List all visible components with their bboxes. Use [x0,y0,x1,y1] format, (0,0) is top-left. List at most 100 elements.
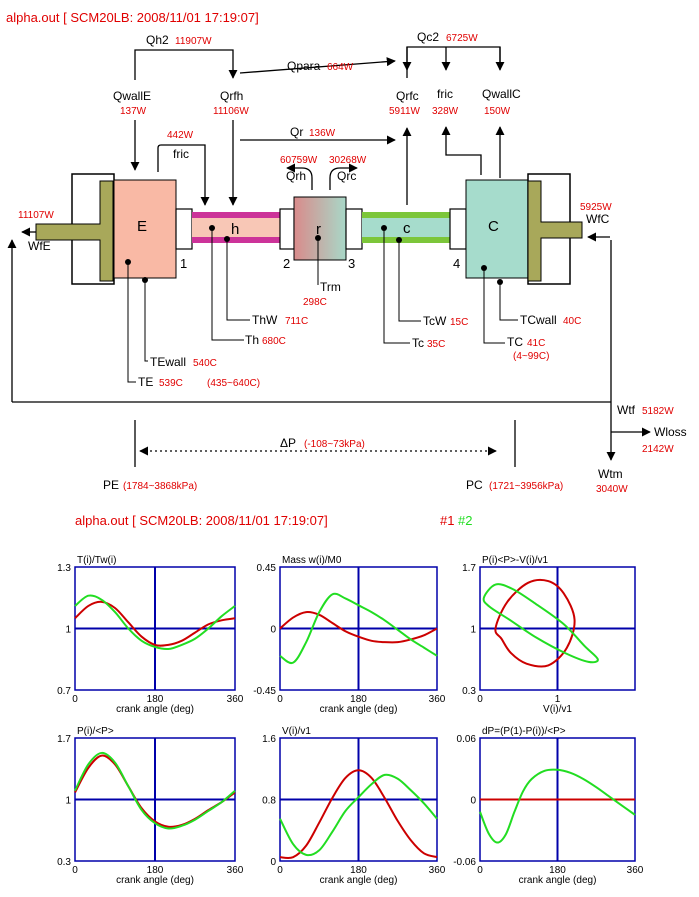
TC-label: TC [507,335,523,349]
chart-2-xtick: 180 [350,694,367,705]
chart-6-xtick: 180 [549,865,566,876]
chart-5-xtick: 0 [277,865,283,876]
flow-lines [7,46,651,467]
TE-label: TE [138,375,153,389]
charts-header: alpha.out [ SCM20LB: 2008/11/01 17:19:07… [75,513,328,528]
PC-label: PC [466,478,483,492]
dP-label: ΔP [280,436,296,450]
chart-3-series-2 [482,583,599,664]
chart-2-xlabel: crank angle (deg) [320,704,398,715]
Qc2-value: 6725W [446,33,478,44]
WfE-value: 11107W [18,210,54,221]
PE-label: PE [103,478,119,492]
chart-2-title: Mass w(i)/M0 [282,555,342,566]
space-h-label: h [231,221,239,238]
Trm-label: Trm [320,280,341,294]
Wtm-value: 3040W [596,484,628,495]
chart-6-ytick: 0 [470,796,476,807]
compression-space [465,173,583,285]
chart-2-ytick: -0.45 [253,686,276,697]
heater-space [192,212,280,243]
chart-3-ytick: 1.7 [462,563,476,574]
Qpara-label: Qpara [287,59,321,73]
chart-5-xtick: 360 [429,865,446,876]
legend-series-2: #2 [458,513,472,528]
chart-1-ytick: 1.3 [57,563,71,574]
TEwall-label: TEwall [150,355,186,369]
chart-3-title: P(i)<P>-V(i)/v1 [482,555,549,566]
chart-1-xlabel: crank angle (deg) [116,704,194,715]
chart-5-ytick: 0 [270,857,276,868]
chart-6-xlabel: crank angle (deg) [519,875,597,886]
TE-range: (435~640C) [207,378,260,389]
chart-3-xlabel: V(i)/v1 [543,704,572,715]
chart-5-series-2 [279,773,438,857]
WfC-label: WfC [586,212,610,226]
port-1-block [175,208,193,250]
fric-c-value: 328W [432,106,459,117]
WfC-value: 5925W [580,202,612,213]
TCwall-label: TCwall [520,313,557,327]
chart-3-series-1 [494,578,576,668]
chart-3-xtick: 1 [555,694,561,705]
Wtf-label: Wtf [617,403,636,417]
chart-6-xtick: 360 [627,865,644,876]
chart-4-ytick: 0.3 [57,857,71,868]
Th-value: 680C [262,336,286,347]
Tc-value: 35C [427,339,445,350]
Wtm-label: Wtm [598,467,623,481]
Qr-value: 136W [309,128,336,139]
chart-5-ytick: 0.8 [262,796,276,807]
chart-4-title: P(i)/<P> [77,726,114,737]
chart-1-ytick: 0.7 [57,686,71,697]
dP-value: (-108~73kPa) [304,439,365,450]
chart-1-xtick: 360 [227,694,244,705]
QwallE-value: 137W [120,106,147,117]
Wtf-value: 5182W [642,406,674,417]
ThW-label: ThW [252,313,278,327]
chart-6-xtick: 0 [477,865,483,876]
chart-6-ytick: 0.06 [457,734,477,745]
fric-c-label: fric [437,87,453,101]
regenerator-space [293,196,347,261]
chart-5-series-1 [279,769,438,860]
Qpara-value: 664W [327,62,354,73]
space-C-label: C [488,218,499,235]
Qh2-value: 11907W [175,36,212,47]
chart-2-xtick: 0 [277,694,283,705]
sensor-lines [127,228,518,383]
chart-4-xtick: 0 [72,865,78,876]
chart-6-series-2 [479,768,636,844]
fric-e-label: fric [173,147,189,161]
WfE-label: WfE [28,239,51,253]
chart-1-series-1 [74,600,236,647]
ThW-value: 711C [285,316,308,327]
chart-2-xtick: 360 [429,694,446,705]
chart-2-series-2 [279,592,438,665]
sensor-dots [125,225,503,285]
chart-2-ytick: 0 [270,625,276,636]
chart-4-series-2 [74,751,236,830]
port-2-label: 2 [283,256,290,271]
fric-e-value: 442W [167,130,194,141]
Qrh-value: 60759W [280,155,318,166]
Qrfc-label: Qrfc [396,89,419,103]
Qrc-label: Qrc [337,169,356,183]
chart-1-series-2 [74,594,236,651]
chart-6-ytick: -0.06 [453,857,476,868]
port-3-block [345,208,363,250]
TcW-label: TcW [423,314,447,328]
TcW-value: 15C [450,317,468,328]
QwallC-value: 150W [484,106,511,117]
Th-label: Th [245,333,259,347]
PC-value: (1721~3956kPa) [489,481,563,492]
chart-3-ytick: 0.3 [462,686,476,697]
Qrh-label: Qrh [286,169,306,183]
chart-3-ytick: 1 [470,625,476,636]
PE-value: (1784~3868kPa) [123,481,197,492]
